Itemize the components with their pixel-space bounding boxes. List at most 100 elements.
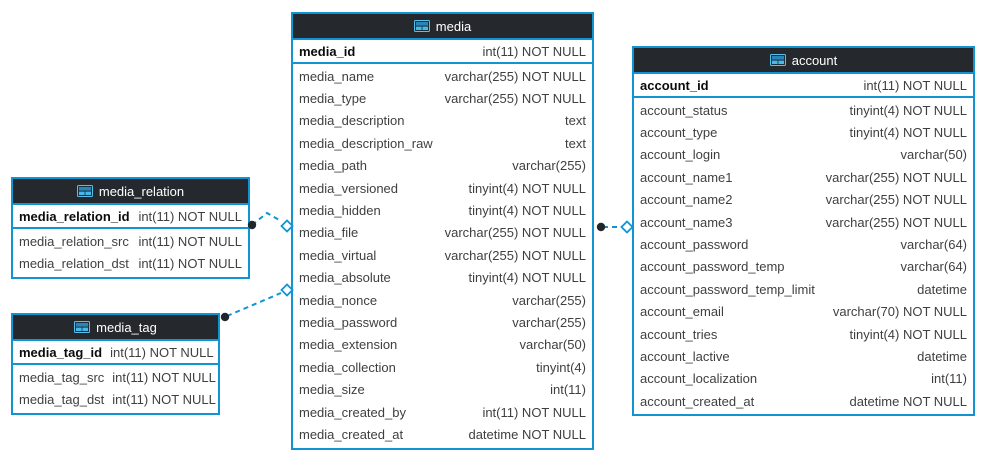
column-name: account_name3 [640, 214, 733, 230]
table-columns: media_tag_src int(11) NOT NULL media_tag_d… [13, 365, 218, 413]
column-name: media_collection [299, 359, 396, 375]
column-name: media_relation_dst [19, 256, 129, 272]
column-name: media_relation_src [19, 233, 129, 249]
table-media-tag-header[interactable]: media_tag [13, 315, 218, 341]
column-type: varchar(64) [900, 259, 967, 275]
table-media[interactable]: media media_id int(11) NOT NULL media_na… [291, 12, 594, 450]
column-type: tinyint(4) [536, 359, 586, 375]
column-type: int(11) NOT NULL [112, 369, 216, 385]
column-row: media_virtual varchar(255) NOT NULL [293, 244, 592, 266]
column-type: datetime NOT NULL [468, 426, 586, 442]
column-name: account_email [640, 304, 724, 320]
column-type: int(11) NOT NULL [110, 344, 214, 360]
column-type: text [565, 135, 586, 151]
column-name: account_password [640, 237, 749, 253]
table-media-header[interactable]: media [293, 14, 592, 40]
column-name: account_status [640, 102, 728, 118]
column-row: media_absolute tinyint(4) NOT NULL [293, 267, 592, 289]
column-name: media_created_by [299, 404, 406, 420]
column-type: varchar(255) NOT NULL [444, 68, 586, 84]
column-name: account_lactive [640, 348, 730, 364]
column-name: media_virtual [299, 247, 377, 263]
column-type: text [565, 113, 586, 129]
column-type: varchar(255) NOT NULL [444, 225, 586, 241]
column-row: media_created_at datetime NOT NULL [293, 423, 592, 445]
column-row: account_status tinyint(4) NOT NULL [634, 99, 973, 121]
column-row: media_relation_dst int(11) NOT NULL [13, 252, 248, 274]
table-account[interactable]: account account_id int(11) NOT NULL acco… [632, 46, 975, 417]
column-name: media_description [299, 113, 405, 129]
column-type: varchar(255) NOT NULL [444, 247, 586, 263]
connector-media-tag-to-media[interactable] [220, 283, 294, 322]
column-type: int(11) NOT NULL [863, 77, 967, 93]
column-name: account_password_temp [640, 259, 785, 275]
column-type: int(11) NOT NULL [138, 256, 242, 272]
primary-key-row: media_relation_id int(11) NOT NULL [13, 205, 248, 229]
column-row: media_created_by int(11) NOT NULL [293, 401, 592, 423]
column-row: media_name varchar(255) NOT NULL [293, 65, 592, 87]
column-name: media_file [299, 225, 359, 241]
table-title: media_tag [96, 319, 157, 335]
column-row: account_name3 varchar(255) NOT NULL [634, 211, 973, 233]
table-title: account [791, 52, 838, 68]
column-row: media_relation_src int(11) NOT NULL [13, 230, 248, 252]
column-type: tinyint(4) NOT NULL [468, 203, 586, 219]
column-name: media_id [299, 43, 356, 59]
column-type: varchar(255) [512, 158, 586, 174]
column-row: media_collection tinyint(4) [293, 356, 592, 378]
column-name: media_versioned [299, 180, 399, 196]
table-columns: media_name varchar(255) NOT NULL media_typ… [293, 64, 592, 448]
table-media-tag[interactable]: media_tag media_tag_id int(11) NOT NULL … [11, 313, 220, 415]
column-name: account_login [640, 147, 721, 163]
column-type: int(11) NOT NULL [138, 233, 242, 249]
column-type: int(11) NOT NULL [482, 43, 586, 59]
column-name: media_tag_id [19, 344, 103, 360]
table-icon [413, 20, 430, 32]
column-name: account_name1 [640, 169, 733, 185]
table-icon [76, 185, 93, 197]
column-name: media_tag_dst [19, 392, 105, 408]
column-row: account_password varchar(64) [634, 233, 973, 255]
table-title: media [435, 18, 472, 34]
column-name: media_type [299, 91, 367, 107]
table-media-relation-header[interactable]: media_relation [13, 179, 248, 205]
column-type: tinyint(4) NOT NULL [468, 180, 586, 196]
connector-media-relation-to-media[interactable] [247, 211, 294, 233]
table-account-header[interactable]: account [634, 48, 973, 74]
column-type: int(11) [550, 382, 586, 398]
table-media-relation[interactable]: media_relation media_relation_id int(11)… [11, 177, 250, 279]
column-type: tinyint(4) NOT NULL [468, 270, 586, 286]
column-name: media_relation_id [19, 208, 130, 224]
connector-media-to-account[interactable] [596, 220, 634, 234]
column-type: varchar(64) [900, 237, 967, 253]
table-icon [769, 54, 786, 66]
column-type: tinyint(4) NOT NULL [849, 102, 967, 118]
column-name: account_name2 [640, 192, 733, 208]
column-name: media_absolute [299, 270, 391, 286]
column-type: varchar(255) NOT NULL [825, 214, 967, 230]
primary-key-row: media_id int(11) NOT NULL [293, 40, 592, 64]
connector-source-dot [220, 312, 230, 322]
column-type: varchar(50) [519, 337, 586, 353]
column-name: media_name [299, 68, 375, 84]
column-name: media_nonce [299, 292, 378, 308]
column-type: varchar(255) NOT NULL [444, 91, 586, 107]
column-name: media_created_at [299, 426, 404, 442]
primary-key-row: account_id int(11) NOT NULL [634, 74, 973, 98]
column-name: media_tag_src [19, 369, 105, 385]
column-type: tinyint(4) NOT NULL [849, 125, 967, 141]
column-type: int(11) NOT NULL [482, 404, 586, 420]
